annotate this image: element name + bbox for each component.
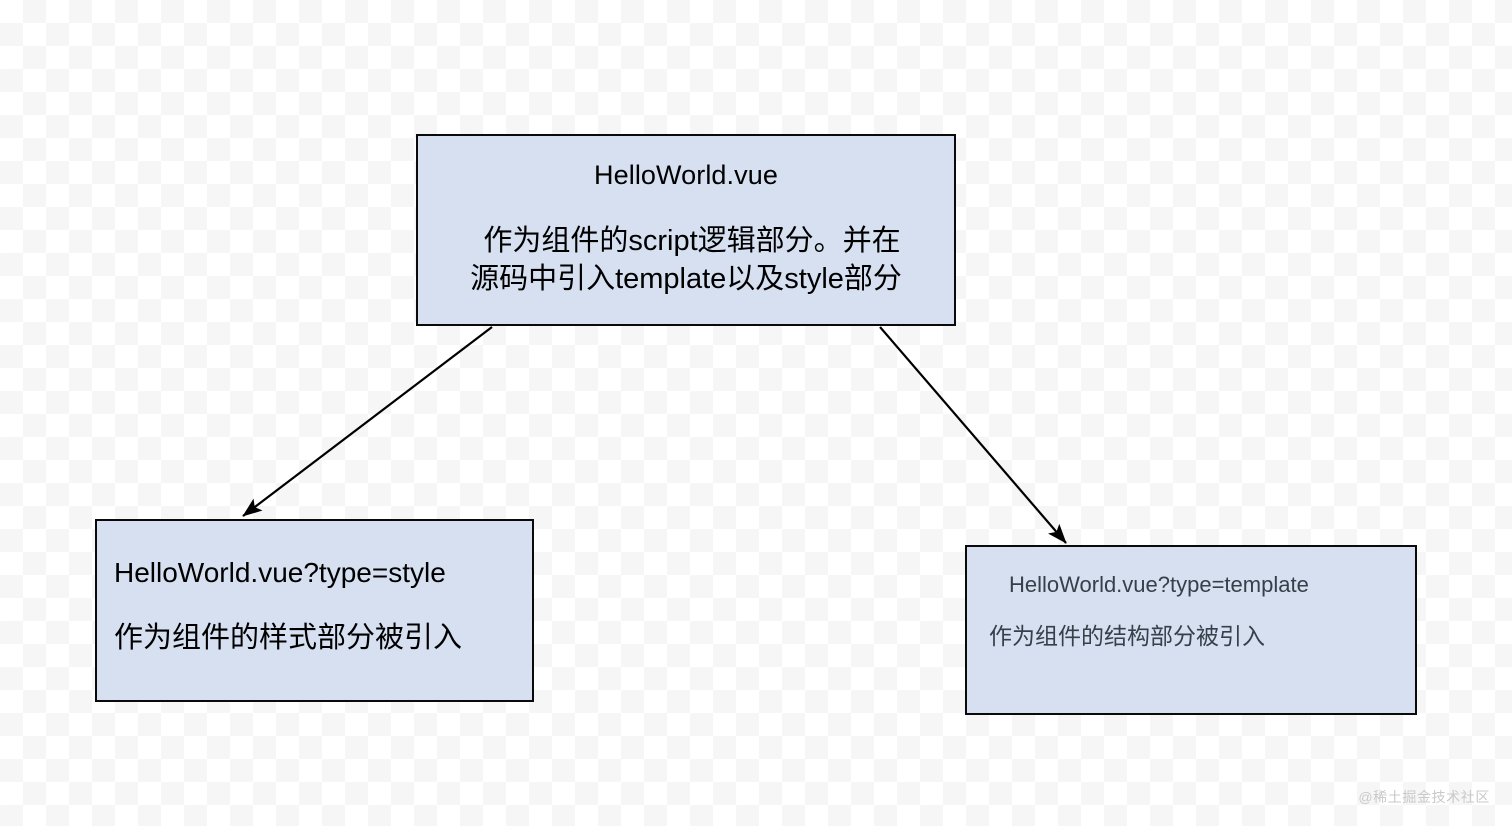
- node-helloworld-vue[interactable]: HelloWorld.vue 作为组件的script逻辑部分。并在 源码中引入t…: [416, 134, 956, 326]
- node-style-title: HelloWorld.vue?type=style: [114, 557, 446, 588]
- watermark-text: @稀土掘金技术社区: [1358, 789, 1490, 805]
- node-template-title: HelloWorld.vue?type=template: [1009, 572, 1309, 597]
- node-helloworld-vue-type-style[interactable]: HelloWorld.vue?type=style 作为组件的样式部分被引入: [95, 519, 534, 702]
- node-template-body: 作为组件的结构部分被引入: [989, 623, 1265, 649]
- node-style-body: 作为组件的样式部分被引入: [114, 622, 463, 654]
- node-helloworld-vue-type-template[interactable]: HelloWorld.vue?type=template 作为组件的结构部分被引…: [965, 545, 1417, 715]
- node-root-title: HelloWorld.vue: [594, 160, 778, 190]
- node-root-body-line-1: 作为组件的script逻辑部分。并在: [483, 225, 901, 257]
- edge-root-to-style: [242, 326, 493, 517]
- node-root-body-line-2: 源码中引入template以及style部分: [470, 263, 902, 295]
- edge-root-to-template: [879, 326, 1067, 544]
- node-root-body: 作为组件的script逻辑部分。并在 源码中引入template以及style部…: [470, 222, 902, 298]
